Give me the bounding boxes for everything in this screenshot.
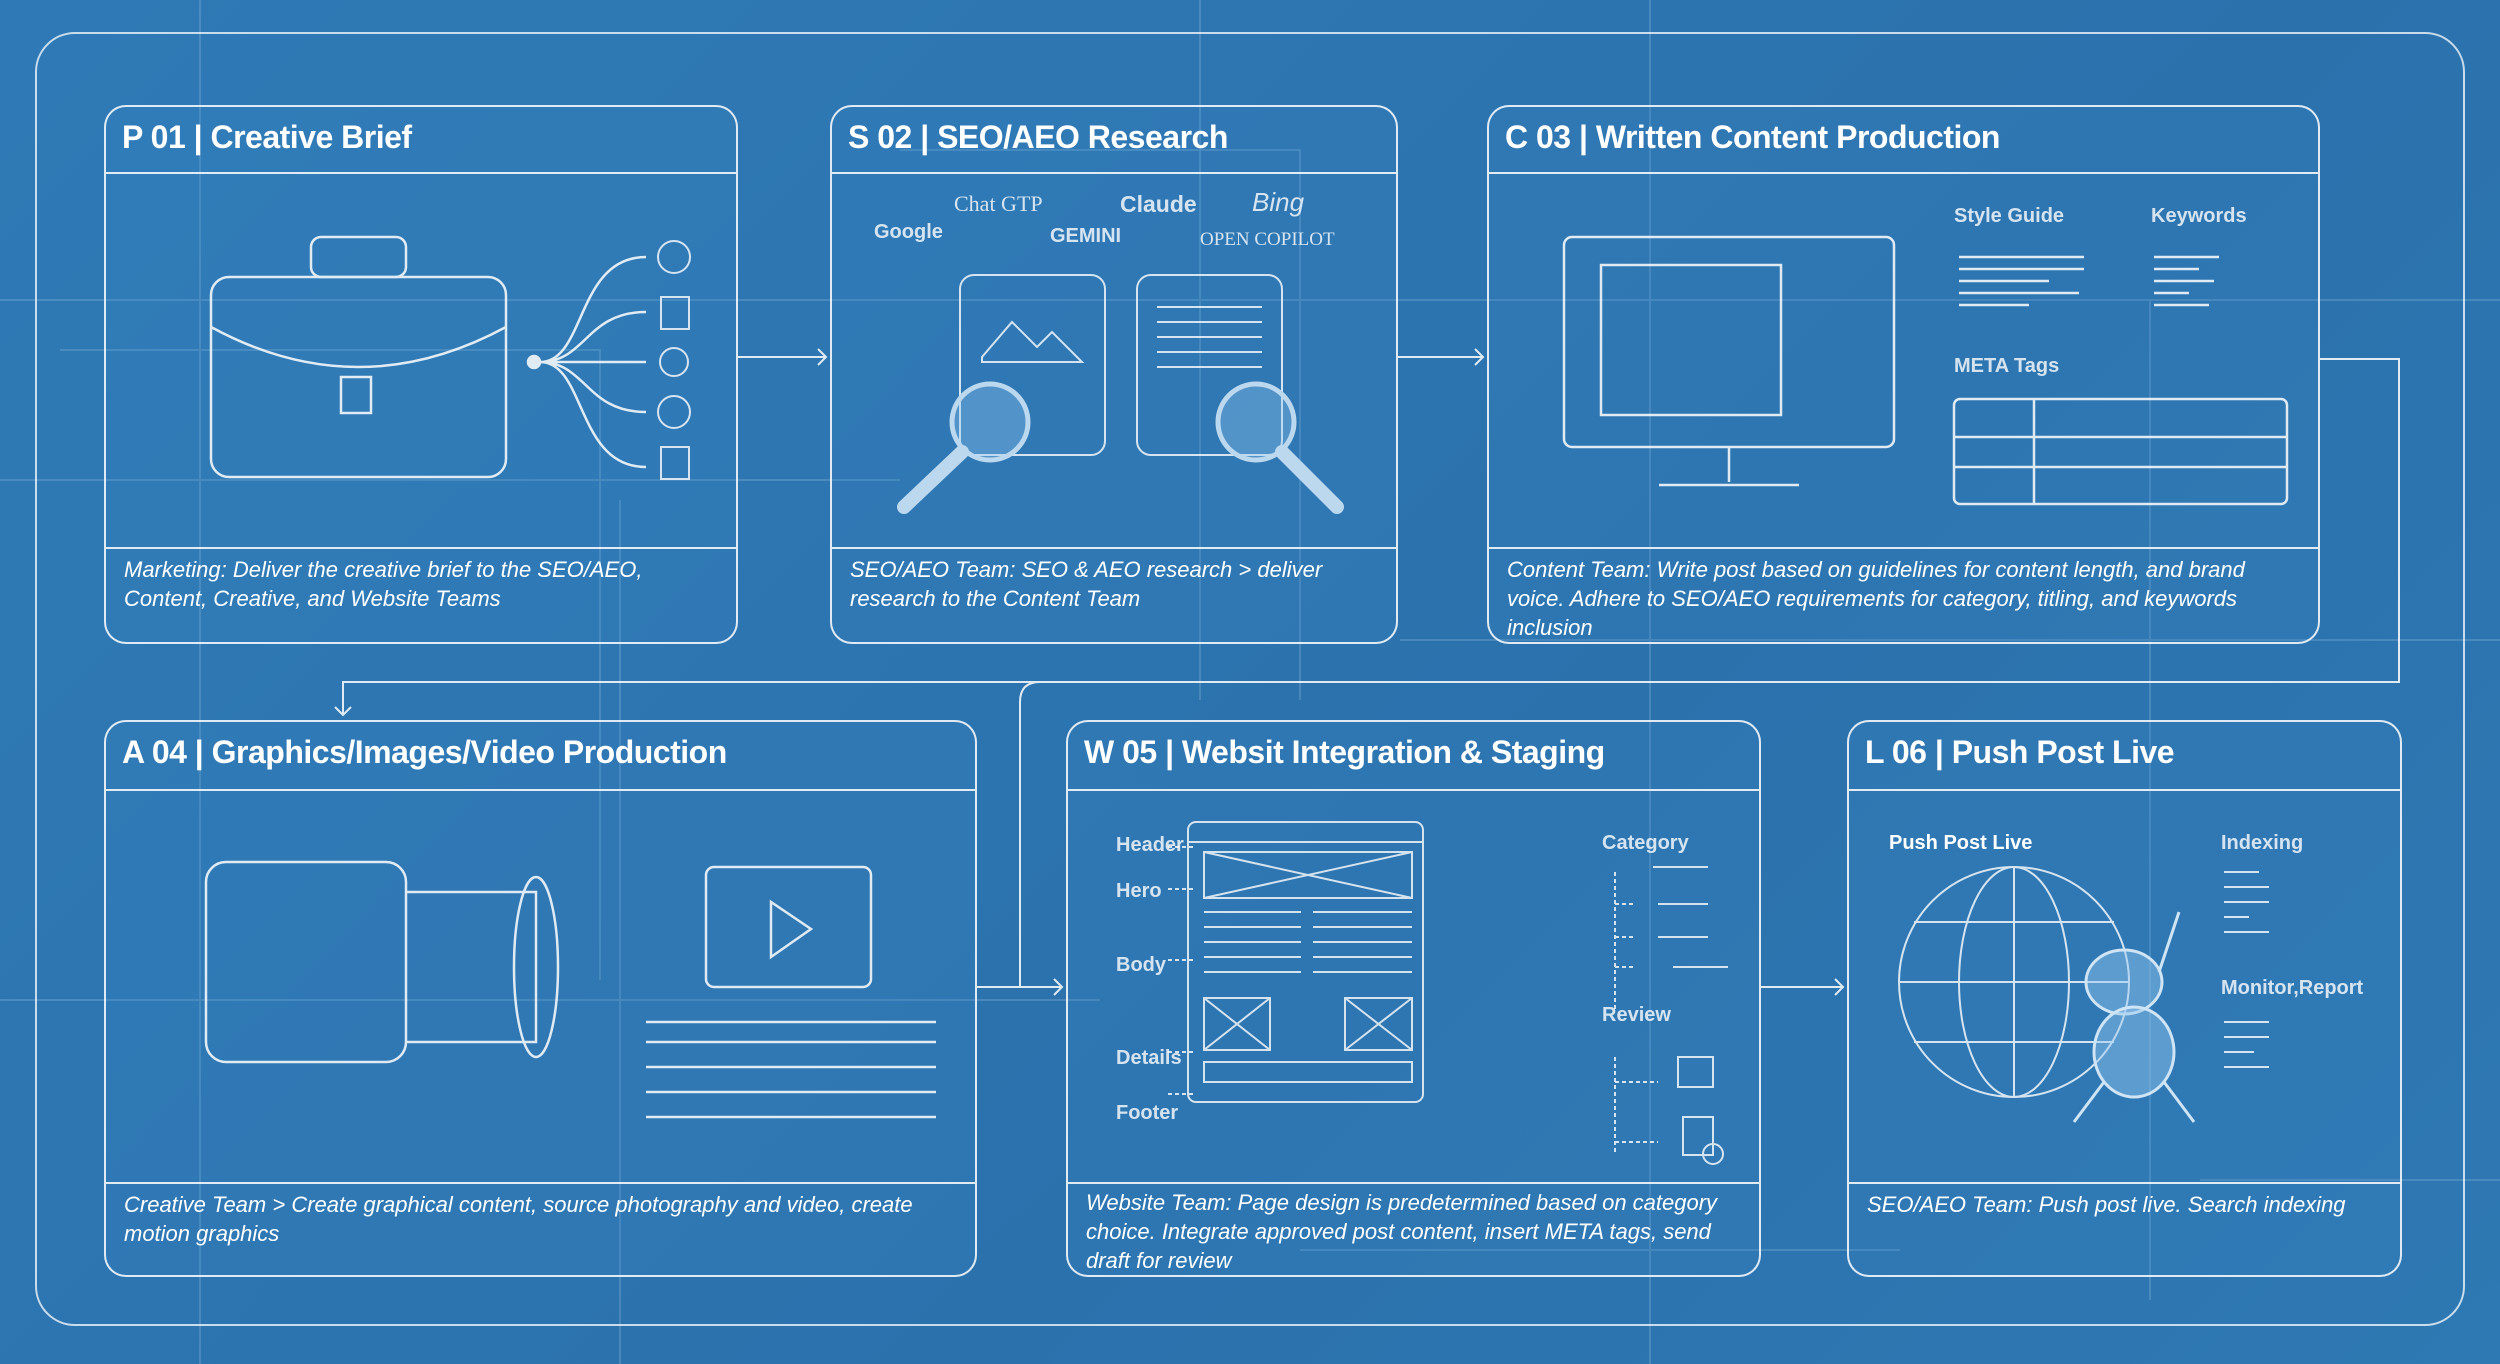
step-caption: SEO/AEO Team: Push post live. Search ind… [1867,1192,2346,1217]
step-title: L 06 | Push Post Live [1865,734,2175,770]
divider [1849,789,2400,791]
label-gemini: GEMINI [1050,225,1122,247]
step-caption: Website Team: Page design is predetermin… [1086,1190,1718,1273]
step-card-website-integration: W 05 | Websit Integration & Staging Head… [1066,720,1761,1277]
step-caption: Creative Team > Create graphical content… [124,1192,913,1246]
deliverable-icons [657,240,691,480]
step-caption: Marketing: Deliver the creative brief to… [124,557,643,611]
label-style-guide: Style Guide [1954,205,2065,227]
step-title: A 04 | Graphics/Images/Video Production [122,734,727,770]
step-title: C 03 | Written Content Production [1505,119,2000,155]
divider [106,172,736,174]
monitor-document-icon [1562,235,2289,506]
label-keywords: Keywords [2151,205,2247,227]
divider [832,172,1396,174]
page-wireframe-icon [1168,821,1728,1165]
label-review: Review [1602,1004,1671,1026]
label-footer: Footer [1116,1102,1179,1124]
step-title: S 02 | SEO/AEO Research [848,119,1228,155]
label-copilot: OPEN COPILOT [1200,229,1335,250]
research-magnifier-icons [897,274,1344,514]
label-push-post-live: Push Post Live [1889,832,2033,854]
label-chatgtp: Chat GTP [954,191,1043,216]
divider [106,1182,975,1184]
step-caption: Content Team: Write post based on guidel… [1507,557,2245,640]
label-google: Google [874,221,943,243]
step-card-creative-brief: P 01 | Creative Brief Marketing: Deliver… [104,105,738,644]
briefcase-icon [209,235,691,480]
label-claude: Claude [1120,191,1197,217]
step-title: W 05 | Websit Integration & Staging [1084,734,1605,770]
label-category: Category [1602,832,1689,854]
label-details: Details [1116,1047,1182,1069]
divider [1489,547,2318,549]
label-indexing: Indexing [2221,832,2304,854]
step-title: P 01 | Creative Brief [122,119,412,155]
globe-robot-icon [1898,866,2269,1123]
divider [1068,789,1759,791]
step-card-written-content: C 03 | Written Content Production Style … [1487,105,2320,644]
label-hero: Hero [1116,880,1162,902]
label-monitor-report: Monitor,Report [2221,977,2364,999]
camera-film-icons [204,860,936,1119]
step-card-push-live: L 06 | Push Post Live Push Post Live Ind… [1847,720,2402,1277]
label-bing: Bing [1252,187,1305,217]
label-header: Header [1116,834,1184,856]
label-meta-tags: META Tags [1954,355,2060,377]
divider [1489,172,2318,174]
step-card-seo-research: S 02 | SEO/AEO Research Chat GTP Claude … [830,105,1398,644]
divider [1068,1182,1759,1184]
divider [106,789,975,791]
divider [832,547,1396,549]
outer-frame [35,32,2465,1326]
robot [2072,911,2196,1123]
divider [1849,1182,2400,1184]
step-card-graphics-production: A 04 | Graphics/Images/Video Production … [104,720,977,1277]
step-caption: SEO/AEO Team: SEO & AEO research > deliv… [850,557,1323,611]
label-body: Body [1116,954,1166,976]
divider [106,547,736,549]
